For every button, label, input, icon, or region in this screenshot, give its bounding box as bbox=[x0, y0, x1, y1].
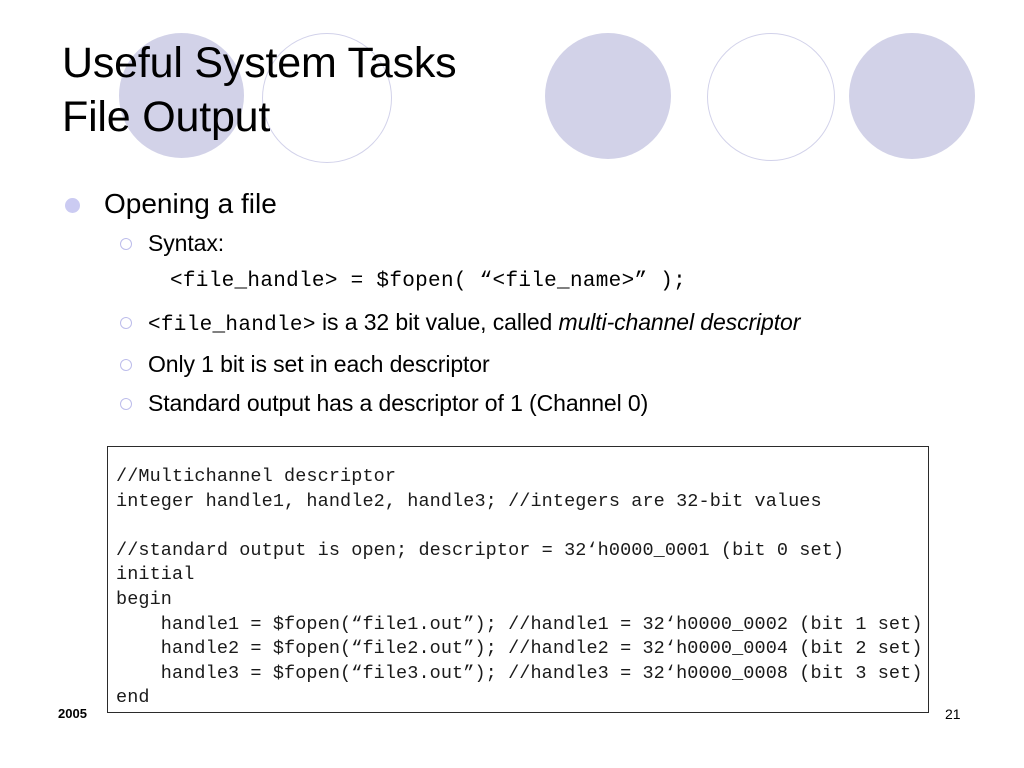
bullet-ring-icon bbox=[120, 359, 132, 371]
code-example-content: //Multichannel descriptor integer handle… bbox=[108, 447, 928, 711]
bullet-ring-icon bbox=[120, 238, 132, 250]
bullet-level1-opening-a-file: Opening a file bbox=[60, 186, 970, 222]
slide-title: Useful System Tasks File Output bbox=[62, 36, 662, 144]
code-line: integer handle1, handle2, handle3; //int… bbox=[116, 490, 822, 512]
syntax-code-line: <file_handle> = $fopen( “<file_name>” ); bbox=[170, 270, 687, 293]
code-line: handle1 = $fopen(“file1.out”); //handle1… bbox=[116, 613, 923, 635]
code-example-box: //Multichannel descriptor integer handle… bbox=[107, 446, 929, 713]
bullet-level1-label: Opening a file bbox=[104, 188, 277, 219]
footer-page-number: 21 bbox=[945, 706, 961, 722]
bullet-level2-syntax: Syntax: bbox=[60, 228, 970, 259]
circle-filled-3 bbox=[849, 33, 975, 159]
multi-channel-descriptor-emphasis: multi-channel descriptor bbox=[558, 309, 801, 335]
bullet-ring-icon bbox=[120, 317, 132, 329]
footer-year: 2005 bbox=[58, 706, 87, 721]
bullet-level2-label: Syntax: bbox=[148, 230, 225, 256]
code-line: end bbox=[116, 687, 150, 709]
file-handle-mono-token: <file_handle> bbox=[148, 314, 316, 337]
bullet-level2-file-handle-value: <file_handle> is a 32 bit value, called … bbox=[60, 307, 970, 341]
code-line: handle3 = $fopen(“file3.out”); //handle3… bbox=[116, 662, 923, 684]
bullet-ring-icon bbox=[120, 398, 132, 410]
bullet-level2-one-bit-set: Only 1 bit is set in each descriptor bbox=[60, 349, 970, 380]
bullet-level2-label: Only 1 bit is set in each descriptor bbox=[148, 351, 490, 377]
slide-title-line-2: File Output bbox=[62, 93, 271, 141]
code-line: //Multichannel descriptor bbox=[116, 466, 397, 487]
code-line: initial bbox=[116, 564, 195, 586]
file-handle-description: is a 32 bit value, called bbox=[315, 309, 559, 335]
code-line: handle2 = $fopen(“file2.out”); //handle2… bbox=[116, 638, 923, 660]
code-line: //standard output is open; descriptor = … bbox=[116, 539, 845, 561]
bullet-disc-icon bbox=[65, 198, 80, 213]
code-line-blank bbox=[116, 514, 928, 539]
circle-outlined-2 bbox=[707, 33, 835, 161]
bullet-level2-standard-output: Standard output has a descriptor of 1 (C… bbox=[60, 388, 970, 419]
bullet-level2-label: Standard output has a descriptor of 1 (C… bbox=[148, 390, 649, 416]
slide-body: Opening a file Syntax: <file_handle> = $… bbox=[60, 186, 970, 427]
code-line: begin bbox=[116, 588, 173, 610]
slide-title-line-1: Useful System Tasks bbox=[62, 39, 457, 87]
